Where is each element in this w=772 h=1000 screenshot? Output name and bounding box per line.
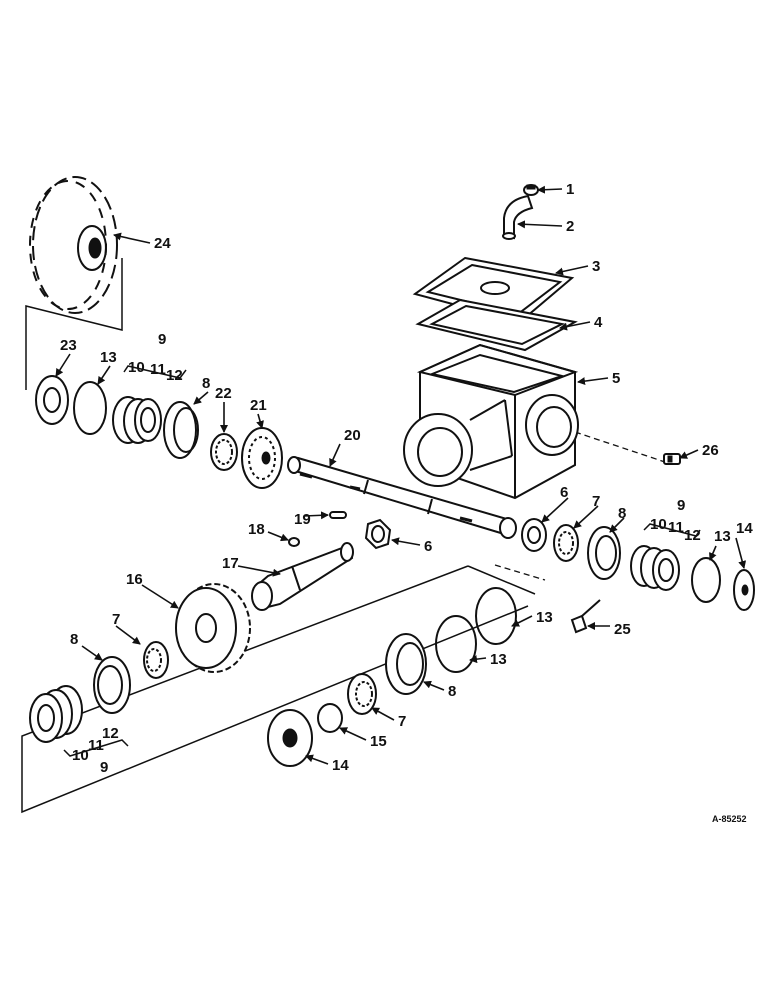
gearbox-housing-part (403, 343, 579, 500)
callout-10a: 10 (128, 359, 145, 376)
callout-23: 23 (60, 337, 77, 354)
callout-18: 18 (248, 521, 265, 538)
callout-11c: 11 (88, 737, 104, 754)
callout-13a: 13 (100, 349, 117, 366)
callout-14a: 14 (736, 520, 753, 537)
callout-1: 1 (566, 181, 574, 198)
snap-ring-part-13a (73, 381, 107, 435)
elbow-part (502, 194, 534, 240)
callout-17: 17 (222, 555, 239, 572)
bearing-cup-part-8d (385, 633, 427, 695)
kit-bracket-9b (643, 523, 701, 537)
callout-7b: 7 (112, 611, 120, 628)
lock-nut-part-6b (364, 518, 392, 550)
callout-10b: 10 (650, 516, 667, 533)
snap-ring-part-13c (475, 587, 517, 645)
main-shaft-part (287, 456, 517, 539)
callout-10c: 10 (72, 747, 89, 764)
snap-ring-part-13b (691, 557, 721, 603)
callout-9c: 9 (100, 759, 108, 776)
callout-20: 20 (344, 427, 361, 444)
key-part-19 (329, 511, 347, 519)
callout-4: 4 (594, 314, 603, 331)
callout-22: 22 (215, 385, 232, 402)
grease-fitting-part (523, 184, 539, 196)
callout-12a: 12 (166, 367, 183, 384)
seal-part-23 (35, 375, 69, 425)
bearing-cone-part-7c (347, 673, 377, 715)
callout-21: 21 (250, 397, 267, 414)
callout-8c: 8 (70, 631, 78, 648)
spur-gear-part (175, 583, 251, 673)
kit-bracket-9c (63, 739, 129, 757)
callout-19: 19 (294, 511, 311, 528)
callout-6b: 6 (424, 538, 432, 555)
leader-lines (55, 185, 747, 765)
callout-16: 16 (126, 571, 143, 588)
pinion-shaft-part (251, 542, 354, 611)
callout-3: 3 (592, 258, 600, 275)
bevel-gear-part (241, 427, 283, 489)
callout-5: 5 (612, 370, 620, 387)
callout-9b: 9 (677, 497, 685, 514)
callout-12b: 12 (684, 527, 701, 544)
bearing-cup-part-8a (163, 401, 199, 459)
pulley-sheave-part (29, 176, 118, 314)
seal-kit-part-9c (29, 685, 83, 743)
callout-15: 15 (370, 733, 387, 750)
callout-14b: 14 (332, 757, 349, 774)
callout-26: 26 (702, 442, 719, 459)
drawing-reference-number: A-85252 (712, 814, 747, 824)
washer-part-14b (267, 709, 313, 767)
callout-13c: 13 (536, 609, 553, 626)
callout-13b: 13 (714, 528, 731, 545)
callout-6a: 6 (560, 484, 568, 501)
seal-kit-part-9b (630, 545, 680, 591)
washer-part-14a (733, 569, 755, 611)
callout-8d: 8 (448, 683, 456, 700)
callout-8a: 8 (202, 375, 210, 392)
gasket-part (415, 298, 578, 352)
bearing-cone-part-7a (553, 524, 579, 562)
drain-plug-part (663, 453, 681, 465)
callout-12c: 12 (102, 725, 119, 742)
callout-11b: 11 (668, 519, 684, 536)
bearing-cone-part-7b (143, 641, 169, 679)
lock-nut-part-6a (521, 518, 547, 552)
callout-11a: 11 (150, 361, 166, 378)
seal-kit-part-9a (112, 396, 162, 444)
pulley-group-frame (25, 258, 123, 390)
callout-25: 25 (614, 621, 631, 638)
spacer-part-15 (317, 703, 343, 733)
bearing-cup-part-8b (587, 526, 621, 580)
key-part-18 (288, 537, 300, 547)
callout-24: 24 (154, 235, 171, 252)
callout-7c: 7 (398, 713, 406, 730)
callout-7a: 7 (592, 493, 600, 510)
callout-13d: 13 (490, 651, 507, 668)
callout-9a: 9 (158, 331, 166, 348)
centerline-dashes (494, 431, 666, 581)
bearing-cup-part-8c (93, 656, 131, 714)
callout-2: 2 (566, 218, 574, 235)
bearing-cone-part-22 (210, 433, 238, 471)
fitting-part-25 (570, 599, 601, 634)
kit-bracket-9a (123, 365, 187, 379)
callout-8b: 8 (618, 505, 626, 522)
snap-ring-part-13d (435, 615, 477, 673)
